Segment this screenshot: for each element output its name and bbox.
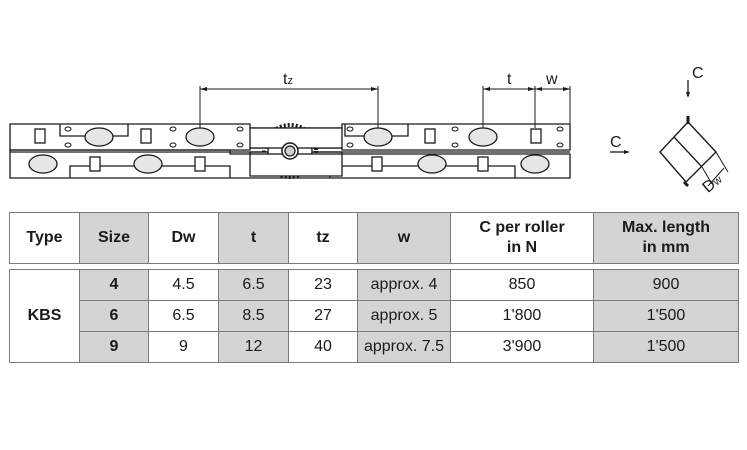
force-label-c-top: C [692, 65, 704, 82]
header-t: t [218, 212, 289, 264]
force-label-c-left: C [610, 134, 622, 151]
max-length-cell: 1'500 [593, 300, 739, 332]
t-cell: 8.5 [218, 300, 289, 332]
size-cell: 6 [79, 300, 149, 332]
dim-label-tz: tz [283, 71, 293, 88]
w-cell: approx. 5 [357, 300, 451, 332]
tz-cell: 23 [288, 269, 358, 301]
header-tz: tz [288, 212, 358, 264]
dw-cell: 9 [148, 331, 219, 363]
roller-cage-drawing: tz t w C C Dw [9, 65, 729, 197]
c-cell: 850 [450, 269, 594, 301]
type-cell: KBS [9, 269, 80, 363]
header-size: Size [79, 212, 149, 264]
t-cell: 6.5 [218, 269, 289, 301]
w-cell: approx. 4 [357, 269, 451, 301]
center-gear-teeth [262, 123, 318, 179]
table-row: 9 9 12 40 approx. 7.5 3'900 1'500 [10, 331, 739, 363]
tz-cell: 27 [288, 300, 358, 332]
w-cell: approx. 7.5 [357, 331, 451, 363]
dim-label-w: w [545, 71, 558, 88]
size-cell: 4 [79, 269, 149, 301]
header-dw: Dw [148, 212, 219, 264]
dw-cell: 4.5 [148, 269, 219, 301]
t-cell: 12 [218, 331, 289, 363]
max-length-cell: 1'500 [593, 331, 739, 363]
roller-cross-section [610, 80, 729, 188]
max-length-cell: 900 [593, 269, 739, 301]
table-row: 6 6.5 8.5 27 approx. 5 1'800 1'500 [10, 300, 739, 332]
header-type: Type [9, 212, 80, 264]
dim-label-dw: Dw [699, 171, 725, 197]
table-row: KBS 4 4.5 6.5 23 approx. 4 850 900 [9, 269, 739, 363]
tz-cell: 40 [288, 331, 358, 363]
size-cell: 9 [79, 331, 149, 363]
c-cell: 3'900 [450, 331, 594, 363]
header-w: w [357, 212, 451, 264]
c-cell: 1'800 [450, 300, 594, 332]
dw-cell: 6.5 [148, 300, 219, 332]
dim-label-t: t [507, 71, 512, 88]
